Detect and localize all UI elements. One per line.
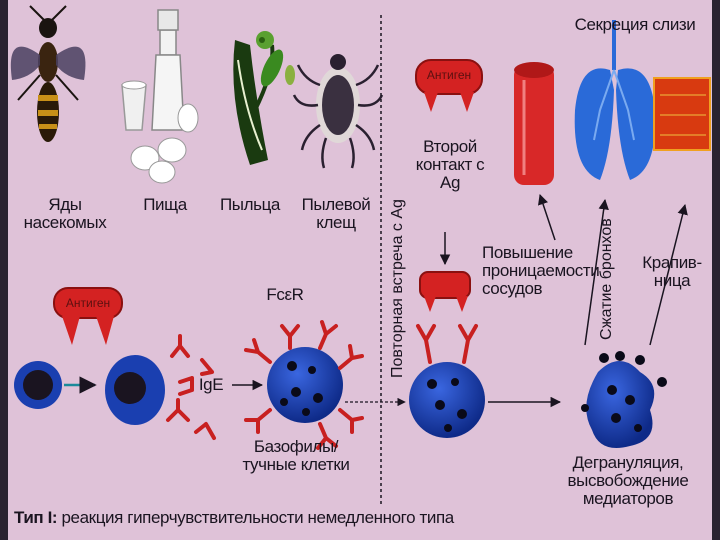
pollen-icon (233, 31, 295, 165)
label-bronchoconstriction: Сжатие бронхов (598, 210, 616, 340)
vertical-repeat-encounter-label: Повторная встреча с Ag (389, 199, 407, 378)
antigen-right-bound-shape (420, 272, 470, 312)
plasma-cell (105, 355, 165, 425)
fce-receptors-bound (418, 326, 476, 362)
caption-text: реакция гиперчувствительности немедленно… (62, 508, 454, 527)
degranulating-cell (581, 351, 667, 448)
antigen-left-label: Антиген (54, 296, 122, 310)
basophil-cell-activated (409, 362, 485, 438)
label-fcer: FcεR (260, 286, 310, 304)
lungs-icon (575, 20, 656, 180)
label-food: Пища (130, 196, 200, 214)
label-basophils: Базофилы/ тучные клетки (236, 438, 356, 474)
label-pollen: Пыльца (210, 196, 290, 214)
basophil-cell (267, 347, 343, 423)
label-urticaria: Крапив- ница (640, 254, 704, 290)
label-degranulation: Дегрануляция, высвобождение медиаторов (548, 454, 708, 508)
label-second-contact: Второй контакт с Ag (412, 138, 488, 192)
arrow-to-vessel (540, 195, 555, 240)
antigen-right-label: Антиген (416, 68, 482, 82)
dust-mite-icon (294, 54, 382, 168)
food-icon (122, 10, 198, 183)
label-mucus-secretion: Секреция слизи (560, 16, 710, 34)
b-cell (14, 361, 62, 409)
label-insect-venom: Яды насекомых (20, 196, 110, 232)
caption-prefix: Тип I: (14, 508, 57, 527)
blood-vessel-icon (514, 62, 554, 185)
figure-caption: Тип I: реакция гиперчувствительности нем… (14, 508, 454, 528)
label-vascular-permeability: Повышение проницаемости сосудов (482, 244, 592, 298)
label-ige: IgE (196, 376, 226, 394)
label-dust-mite: Пылевой клещ (296, 196, 376, 232)
skin-urticaria-icon (654, 78, 710, 150)
insect-icon (11, 6, 86, 142)
